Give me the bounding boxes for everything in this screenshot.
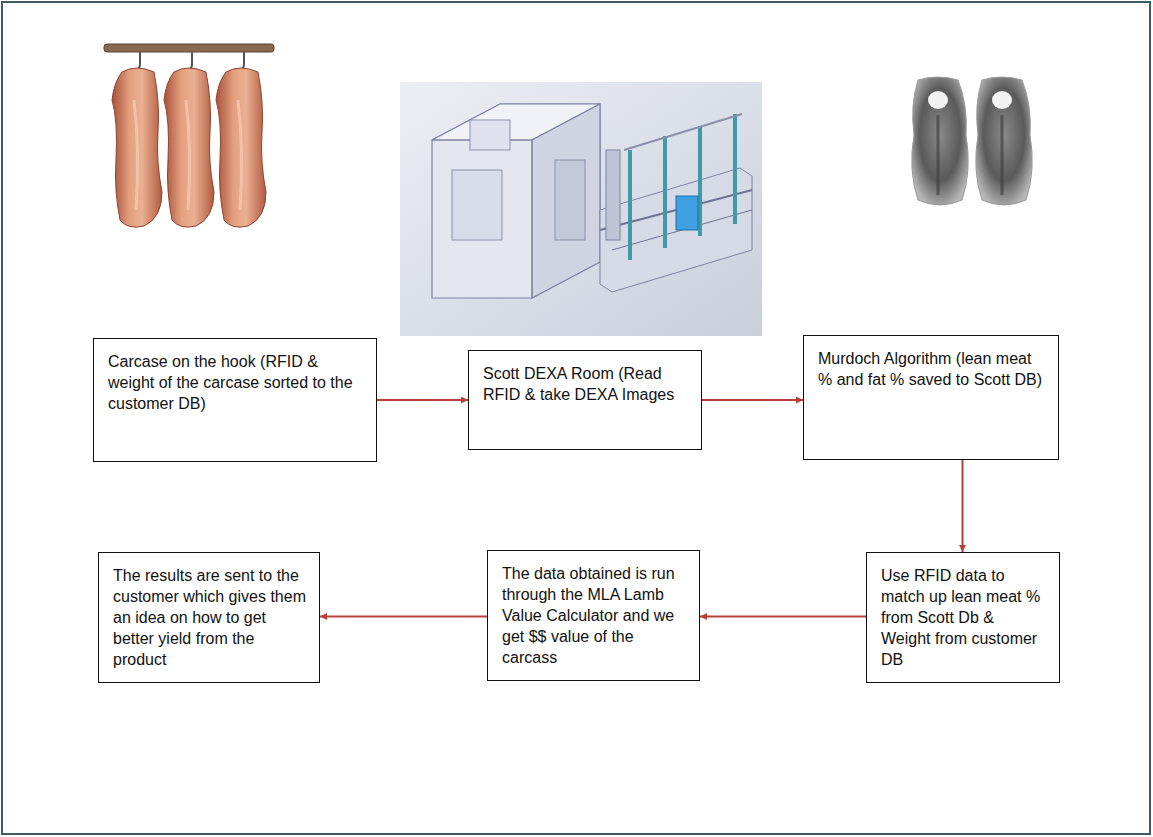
dexa-machine-illustration xyxy=(400,82,762,336)
flow-arrow xyxy=(702,399,803,401)
box-text: Scott DEXA Room (Read RFID & take DEXA I… xyxy=(483,363,689,405)
flow-arrow xyxy=(320,616,487,618)
box-text: The results are sent to the customer whi… xyxy=(113,565,307,670)
flow-arrow xyxy=(700,616,866,618)
dexa-image-illustration xyxy=(912,77,1033,205)
process-box: The results are sent to the customer whi… xyxy=(98,552,320,683)
box-text: The data obtained is run through the MLA… xyxy=(502,563,687,668)
box-text: Murdoch Algorithm (lean meat % and fat %… xyxy=(818,348,1046,390)
carcass-illustration xyxy=(104,44,274,227)
process-box: The data obtained is run through the MLA… xyxy=(487,550,700,681)
process-box: Murdoch Algorithm (lean meat % and fat %… xyxy=(803,335,1059,460)
box-text: Use RFID data to match up lean meat % fr… xyxy=(881,565,1047,670)
process-box: Use RFID data to match up lean meat % fr… xyxy=(866,552,1060,683)
flow-arrow xyxy=(962,460,964,552)
process-box: Scott DEXA Room (Read RFID & take DEXA I… xyxy=(468,350,702,450)
flow-arrow xyxy=(377,399,468,401)
process-box: Carcase on the hook (RFID & weight of th… xyxy=(93,338,377,462)
box-text: Carcase on the hook (RFID & weight of th… xyxy=(108,351,364,414)
